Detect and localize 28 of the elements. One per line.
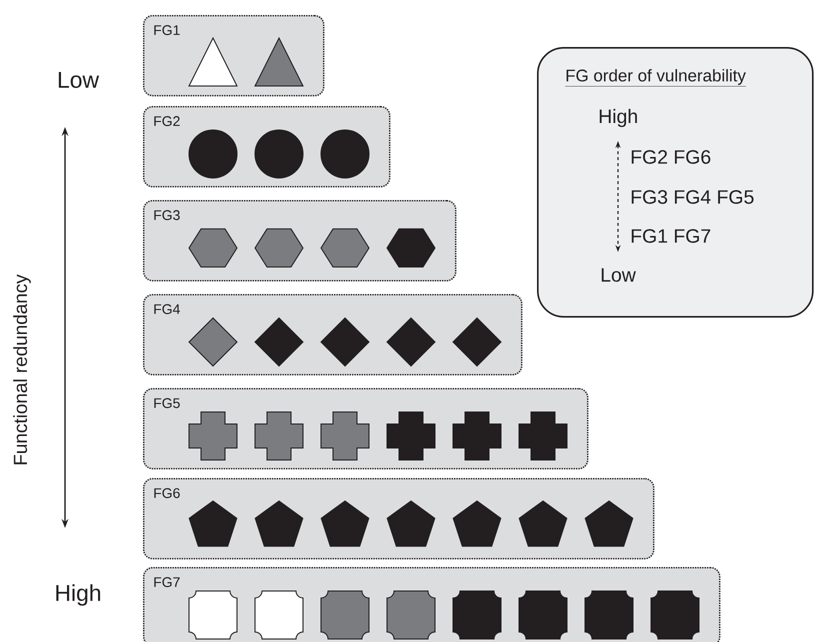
- notched-square-symbol: [320, 590, 370, 640]
- axis-label: Functional redundancy: [13, 274, 31, 464]
- cross-symbol: [452, 411, 502, 460]
- notched-square-symbol: [254, 590, 304, 640]
- pentagon-symbol: [584, 500, 634, 547]
- notched-square-symbol: [188, 590, 238, 640]
- circle-symbol: [188, 129, 238, 178]
- scale-label: High: [56, 584, 100, 606]
- circle-symbol: [254, 129, 304, 178]
- notched-square-symbol: [452, 590, 502, 640]
- cross-symbol: [254, 411, 304, 460]
- notched-square-symbol: [584, 590, 634, 640]
- cross-symbol: [320, 411, 370, 460]
- notched-square-symbol: [386, 590, 436, 640]
- pentagon-symbol: [386, 500, 436, 547]
- scale-label: Low: [58, 72, 100, 88]
- cross-symbol: [386, 411, 436, 460]
- cross-symbol: [188, 411, 238, 460]
- pentagon-symbol: [518, 500, 568, 547]
- cross-symbol: [518, 411, 568, 460]
- pentagon-symbol: [254, 500, 304, 547]
- legend-panel: FG order of vulnerability High FG2 FG6 FG3 FG4 FG5 FG1 FG7 Low: [537, 47, 814, 318]
- pentagon-symbol: [452, 500, 502, 547]
- notched-square-symbol: [518, 590, 568, 640]
- pentagon-symbol: [320, 500, 370, 547]
- pentagon-symbol: [188, 500, 238, 547]
- circle-symbol: [320, 129, 370, 178]
- notched-square-symbol: [650, 590, 700, 640]
